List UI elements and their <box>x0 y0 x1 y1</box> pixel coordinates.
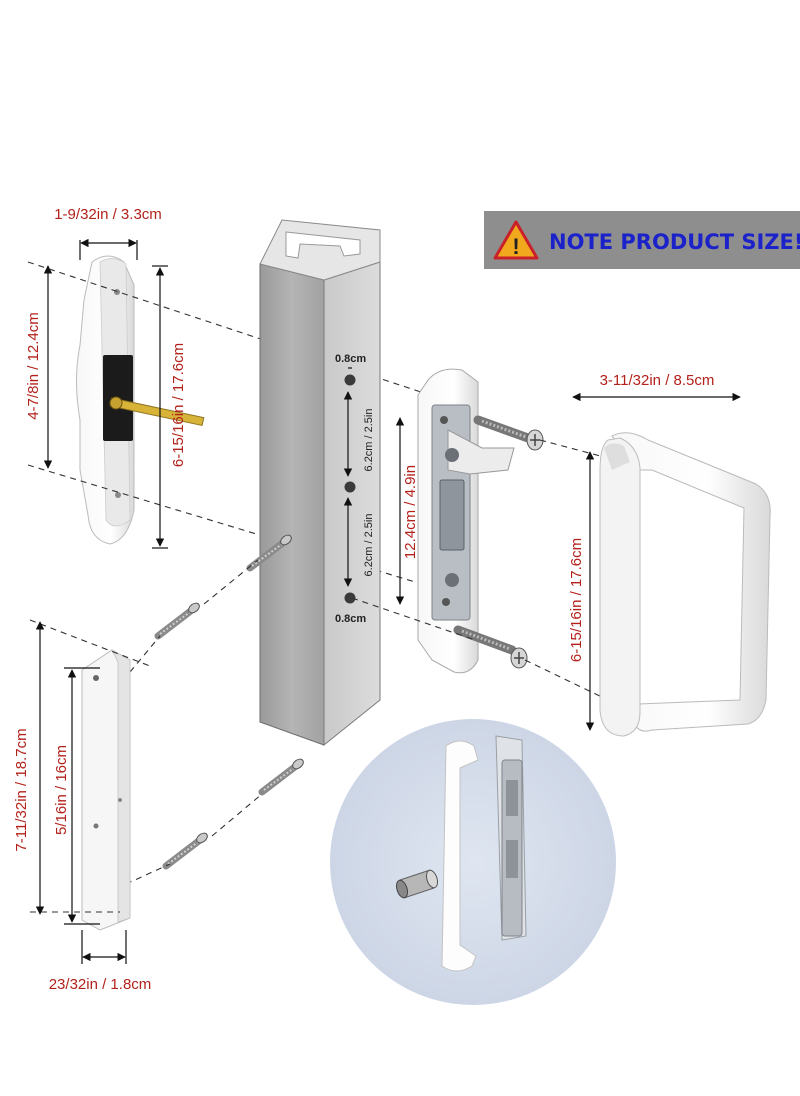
handle-height-label: 6-15/16in / 17.6cm <box>568 538 585 662</box>
interior-height-dimension: 6-15/16in / 17.6cm <box>152 265 187 549</box>
hole-bottom-label: 0.8cm <box>335 613 366 625</box>
wood-screw <box>258 758 304 796</box>
handle-cover-cap <box>441 740 479 972</box>
svg-text:!: ! <box>512 234 519 259</box>
plate-height-label: 7-11/32in / 18.7cm <box>13 728 30 851</box>
interior-height-label: 6-15/16in / 17.6cm <box>170 343 187 467</box>
handle-depth-dimension: 3-11/32in / 8.5cm <box>572 372 741 402</box>
mounting-hole <box>344 481 356 493</box>
warning-icon: ! <box>493 220 539 260</box>
note-banner: ! NOTE PRODUCT SIZE! <box>484 211 800 269</box>
exterior-screw-spacing-dimension: 12.4cm / 4.9in <box>395 417 419 605</box>
hole-gap-upper-label: 6.2cm / 2.5in <box>363 409 375 472</box>
handle-depth-label: 3-11/32in / 8.5cm <box>600 372 715 389</box>
hole-top-label: 0.8cm <box>335 353 366 365</box>
barrel-nut <box>395 869 439 899</box>
wood-screw <box>246 534 292 572</box>
plate-screw-spacing-dimension: 5/16in / 16cm <box>53 667 100 925</box>
detail-inset <box>330 719 616 1005</box>
mounting-plate <box>81 649 131 931</box>
mounting-hole <box>344 592 356 604</box>
interior-width-dimension: 1-9/32in / 3.3cm <box>54 206 162 260</box>
exterior-screw-spacing-label: 12.4cm / 4.9in <box>402 465 419 559</box>
wood-screw <box>154 602 200 640</box>
door-post <box>259 219 381 747</box>
mounting-hole <box>344 374 356 386</box>
plate-width-label: 23/32in / 1.8cm <box>49 976 152 993</box>
exterior-lock-mechanism <box>417 368 515 674</box>
machine-screw <box>453 625 528 669</box>
plate-width-dimension: 23/32in / 1.8cm <box>49 930 152 993</box>
wood-screw <box>162 832 208 870</box>
hole-gap-lower-label: 6.2cm / 2.5in <box>363 514 375 577</box>
handle-height-dimension: 6-15/16in / 17.6cm <box>568 451 595 731</box>
interior-width-label: 1-9/32in / 3.3cm <box>54 206 162 223</box>
hole-spacing-dimensions: 0.8cm 6.2cm / 2.5in 6.2cm / 2.5in 0.8cm <box>335 353 375 625</box>
machine-screw <box>473 415 544 451</box>
interior-screw-spacing-label: 4-7/8in / 12.4cm <box>25 312 42 420</box>
exterior-pull-handle <box>599 432 771 737</box>
note-banner-text: NOTE PRODUCT SIZE! <box>549 230 800 254</box>
plate-screw-spacing-label: 5/16in / 16cm <box>53 745 70 835</box>
